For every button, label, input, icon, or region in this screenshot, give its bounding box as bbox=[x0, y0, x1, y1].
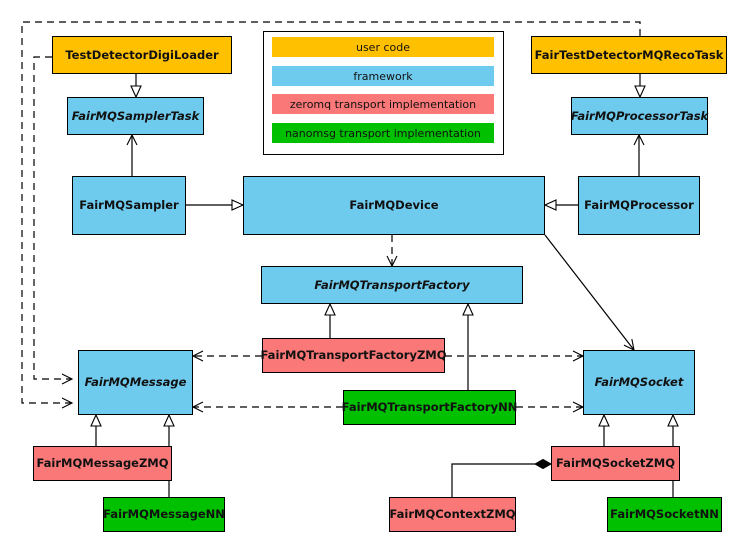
class-label: FairMQMessage bbox=[84, 375, 187, 390]
class-label: FairMQSamplerTask bbox=[71, 108, 200, 123]
class-node-fairmqsamplertask[interactable]: FairMQSamplerTask bbox=[67, 97, 204, 135]
legend-item-framework: framework bbox=[272, 66, 494, 86]
class-label: FairTestDetectorMQRecoTask bbox=[534, 47, 724, 62]
class-node-fairmqmessage[interactable]: FairMQMessage bbox=[78, 350, 193, 415]
class-label: FairMQTransportFactoryNN bbox=[341, 400, 518, 415]
class-label: FairMQTransportFactory bbox=[314, 277, 470, 292]
class-node-fairmqsampler[interactable]: FairMQSampler bbox=[72, 176, 186, 235]
class-node-testdetectordigiloader[interactable]: TestDetectorDigiLoader bbox=[52, 36, 232, 74]
class-label: FairMQSocketZMQ bbox=[556, 456, 675, 471]
class-node-fairmqtransportfactoryzmq[interactable]: FairMQTransportFactoryZMQ bbox=[260, 338, 447, 373]
class-node-fairmqsocketnn[interactable]: FairMQSocketNN bbox=[607, 497, 722, 532]
class-label: FairMQSampler bbox=[79, 198, 179, 213]
legend-item-zeromq: zeromq transport implementation bbox=[272, 94, 494, 114]
class-label: FairMQContextZMQ bbox=[389, 507, 516, 522]
class-node-fairmqtransportfactorynn[interactable]: FairMQTransportFactoryNN bbox=[341, 390, 518, 425]
class-node-fairtestdetectormqrecotask[interactable]: FairTestDetectorMQRecoTask bbox=[531, 36, 727, 74]
edge-contextzmq-composition bbox=[451, 464, 551, 497]
legend-label-nanomsg: nanomsg transport implementation bbox=[285, 126, 481, 140]
class-label: FairMQDevice bbox=[349, 198, 439, 213]
class-node-fairmqdevice[interactable]: FairMQDevice bbox=[243, 176, 545, 235]
class-node-fairmqmessagezmq[interactable]: FairMQMessageZMQ bbox=[33, 446, 172, 481]
class-label: TestDetectorDigiLoader bbox=[65, 47, 219, 62]
class-node-fairmqmessagenn[interactable]: FairMQMessageNN bbox=[103, 497, 225, 532]
class-label: FairMQMessageZMQ bbox=[36, 456, 169, 471]
class-node-fairmqprocessor[interactable]: FairMQProcessor bbox=[578, 176, 700, 235]
legend-item-nanomsg: nanomsg transport implementation bbox=[272, 123, 494, 143]
class-label: FairMQSocketNN bbox=[610, 507, 719, 522]
edge-device-to-socket bbox=[544, 234, 635, 351]
legend-label-user-code: user code bbox=[355, 40, 411, 54]
class-label: FairMQMessageNN bbox=[103, 507, 225, 522]
legend-label-framework: framework bbox=[353, 69, 413, 83]
class-node-fairmqsocket[interactable]: FairMQSocket bbox=[583, 350, 695, 415]
class-node-fairmqtransportfactory[interactable]: FairMQTransportFactory bbox=[261, 266, 523, 304]
class-label: FairMQTransportFactoryZMQ bbox=[260, 348, 447, 363]
class-label: FairMQProcessor bbox=[584, 198, 694, 213]
class-node-fairmqcontextzmq[interactable]: FairMQContextZMQ bbox=[389, 497, 516, 532]
class-label: FairMQProcessorTask bbox=[570, 108, 709, 123]
class-node-fairmqprocessortask[interactable]: FairMQProcessorTask bbox=[571, 97, 708, 135]
legend-item-user-code: user code bbox=[272, 37, 494, 57]
class-label: FairMQSocket bbox=[594, 375, 684, 390]
class-node-fairmqsocketzmq[interactable]: FairMQSocketZMQ bbox=[551, 446, 680, 481]
legend-label-zeromq: zeromq transport implementation bbox=[289, 97, 477, 111]
